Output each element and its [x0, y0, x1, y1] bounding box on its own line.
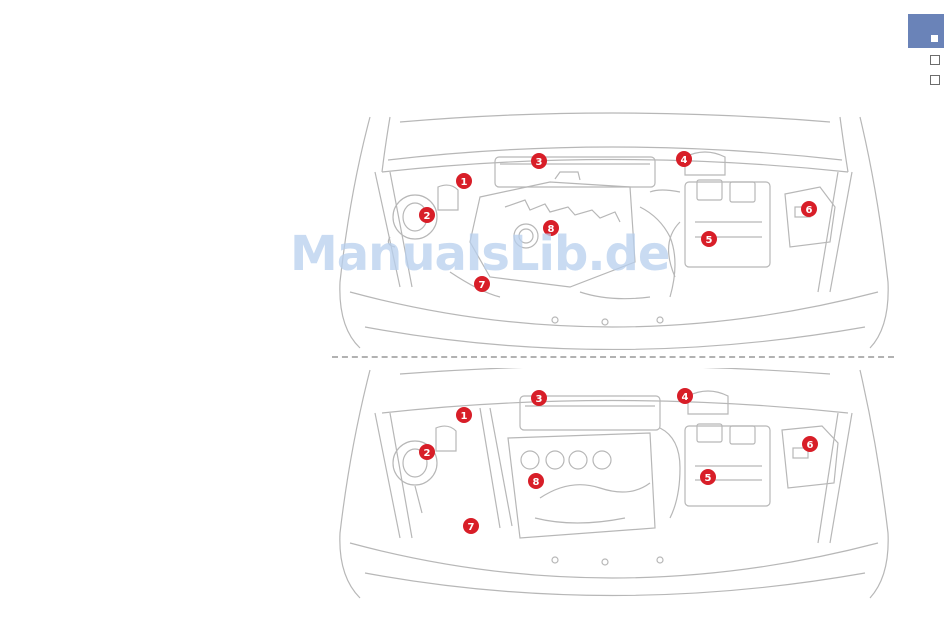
callout-label-4: 4	[681, 155, 688, 166]
section-divider	[332, 356, 894, 358]
watermark: ManualsLib.de	[290, 226, 670, 288]
callout-label-8: 8	[533, 477, 540, 488]
nav-current-chapter[interactable]	[908, 14, 944, 48]
engine-bay-illustration-bottom: 1 2 3 4 5 6 7 8	[330, 368, 895, 600]
callout-label-6: 6	[807, 440, 814, 451]
callout-label-1: 1	[461, 411, 468, 422]
callout-label-5: 5	[705, 473, 712, 484]
callout-label-3: 3	[536, 157, 543, 168]
nav-chapter-box[interactable]	[930, 75, 940, 85]
callout-label-5: 5	[706, 235, 713, 246]
callout-label-2: 2	[424, 448, 431, 459]
nav-current-dot	[931, 35, 938, 42]
callout-label-3: 3	[536, 394, 543, 405]
callout-label-2: 2	[424, 211, 431, 222]
callout-label-4: 4	[682, 392, 689, 403]
callout-label-6: 6	[806, 205, 813, 216]
nav-chapter-box[interactable]	[930, 55, 940, 65]
callout-label-1: 1	[461, 177, 468, 188]
callout-label-7: 7	[468, 522, 475, 533]
